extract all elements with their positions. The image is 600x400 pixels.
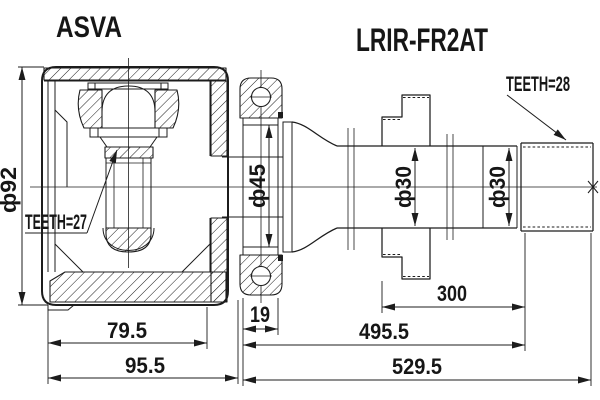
dim-19-label: 19: [250, 302, 270, 327]
dim-300-label: 300: [437, 281, 467, 306]
teeth-27-leader: [25, 149, 118, 234]
dim-95-label: 95.5: [125, 353, 165, 378]
part-number-label: LRIR-FR2AT: [356, 22, 488, 58]
break-lines-right: [446, 134, 454, 240]
dim-495-label: 495.5: [359, 319, 409, 344]
tripod-assembly: [77, 82, 180, 253]
break-lines-left: [347, 128, 355, 250]
dim-phi92-label: ф92: [0, 167, 21, 213]
teeth-27-label: TEETH=27: [25, 211, 87, 234]
teeth-28-leader: [506, 94, 567, 141]
shaft-profile: [282, 121, 594, 253]
dimension-labels: 79.5 95.5 19 300 495.5 529.5 ф92 ф45 ф30…: [0, 164, 510, 379]
brand-logo: ASVA: [56, 11, 122, 44]
teeth-28-label: TEETH=28: [506, 73, 570, 96]
spline-end: [520, 142, 594, 232]
support-bearing-ring: [239, 77, 283, 296]
dimension-lines: [18, 67, 591, 384]
damper-flange: [381, 94, 431, 280]
housing-section: [41, 66, 283, 311]
dim-79-label: 79.5: [107, 318, 147, 343]
dim-phi30-mid-label: ф30: [391, 166, 416, 208]
dim-phi30-end-label: ф30: [485, 166, 510, 208]
dim-529-label: 529.5: [392, 354, 442, 379]
dim-phi45-label: ф45: [245, 164, 270, 208]
